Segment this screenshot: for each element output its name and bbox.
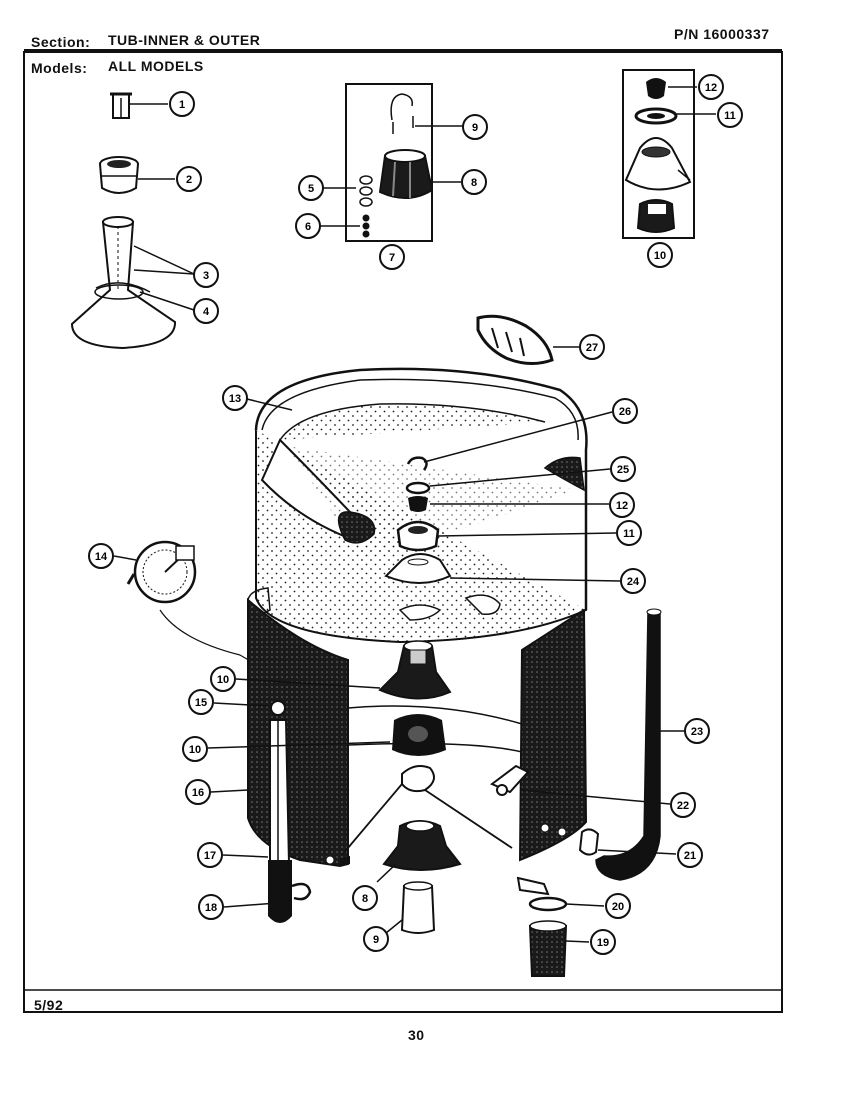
callout-21: 21: [677, 842, 703, 868]
kit-7-box: [345, 83, 434, 242]
callout-5: 5: [298, 175, 324, 201]
drive-parts: [378, 640, 462, 934]
leader-lines: [113, 86, 716, 943]
svg-text:1: 1: [179, 99, 185, 111]
kit-10-11-12-box: [622, 69, 695, 239]
svg-text:14: 14: [95, 551, 108, 563]
part-number: P/N 16000337: [674, 26, 770, 42]
callout-25: 25: [610, 456, 636, 482]
svg-text:11: 11: [724, 110, 736, 122]
svg-text:24: 24: [627, 576, 640, 588]
svg-text:27: 27: [586, 342, 598, 354]
svg-text:5: 5: [308, 183, 314, 195]
callout-8-top: 8: [461, 169, 487, 195]
page-border: [23, 49, 783, 1013]
callout-7: 7: [379, 244, 405, 270]
callout-16: 16: [185, 779, 211, 805]
part-14-timer: [126, 540, 263, 669]
svg-text:10: 10: [217, 674, 229, 686]
svg-text:9: 9: [373, 934, 379, 946]
callout-6: 6: [295, 213, 321, 239]
section-value: TUB-INNER & OUTER: [108, 32, 261, 48]
callout-1: 1: [169, 91, 195, 117]
svg-text:17: 17: [204, 850, 216, 862]
svg-text:6: 6: [305, 221, 311, 233]
svg-text:26: 26: [619, 406, 631, 418]
right-hose-parts: [490, 608, 662, 977]
outer-tub: [247, 587, 588, 868]
callout-10-mid: 10: [210, 666, 236, 692]
svg-text:21: 21: [684, 850, 696, 862]
models-label: Models:: [31, 60, 88, 76]
callout-8-low: 8: [352, 885, 378, 911]
svg-text:12: 12: [616, 500, 628, 512]
svg-text:19: 19: [597, 937, 609, 949]
footer-date: 5/92: [34, 997, 64, 1013]
part-3-4-shaft-cone: [70, 216, 177, 350]
callout-20: 20: [605, 893, 631, 919]
svg-text:20: 20: [612, 901, 624, 913]
callout-19: 19: [590, 929, 616, 955]
callout-26: 26: [612, 398, 638, 424]
svg-text:8: 8: [362, 893, 368, 905]
svg-text:10: 10: [189, 744, 201, 756]
callout-15: 15: [188, 689, 214, 715]
callout-24: 24: [620, 568, 646, 594]
callout-14: 14: [88, 543, 114, 569]
svg-text:8: 8: [471, 177, 477, 189]
svg-text:9: 9: [472, 122, 478, 134]
callout-11-mid: 11: [616, 520, 642, 546]
callout-17: 17: [197, 842, 223, 868]
svg-text:7: 7: [389, 252, 395, 264]
callouts: 1 2 3 4 5 6 7 8 9 12 11 10 27 13 26 25 1…: [88, 74, 743, 955]
left-hose-parts: [268, 700, 312, 923]
svg-text:22: 22: [677, 800, 689, 812]
svg-text:4: 4: [203, 306, 210, 318]
callout-9-low: 9: [363, 926, 389, 952]
callout-4: 4: [193, 298, 219, 324]
callout-2: 2: [176, 166, 202, 192]
callout-18: 18: [198, 894, 224, 920]
svg-text:25: 25: [617, 464, 629, 476]
models-value: ALL MODELS: [108, 58, 204, 74]
page-number: 30: [408, 1027, 425, 1043]
svg-text:11: 11: [623, 528, 635, 540]
callout-10-low: 10: [182, 736, 208, 762]
callout-9-top: 9: [462, 114, 488, 140]
svg-text:13: 13: [229, 393, 241, 405]
callout-11-top: 11: [717, 102, 743, 128]
svg-text:15: 15: [195, 697, 207, 709]
svg-text:3: 3: [203, 270, 209, 282]
callout-12-top: 12: [698, 74, 724, 100]
callout-22: 22: [670, 792, 696, 818]
callout-3: 3: [193, 262, 219, 288]
callout-13: 13: [222, 385, 248, 411]
callout-12-mid: 12: [609, 492, 635, 518]
part-1-grommet: [110, 92, 132, 119]
svg-text:2: 2: [186, 174, 192, 186]
svg-text:12: 12: [705, 82, 717, 94]
callout-23: 23: [684, 718, 710, 744]
center-hub-parts: [384, 456, 452, 584]
section-label: Section:: [31, 34, 91, 50]
part-27-plate: [476, 314, 554, 365]
svg-text:23: 23: [691, 726, 703, 738]
svg-text:16: 16: [192, 787, 204, 799]
callout-10-top: 10: [647, 242, 673, 268]
svg-text:18: 18: [205, 902, 217, 914]
part-2-bushing: [99, 156, 139, 194]
callout-27: 27: [579, 334, 605, 360]
svg-text:10: 10: [654, 250, 666, 262]
